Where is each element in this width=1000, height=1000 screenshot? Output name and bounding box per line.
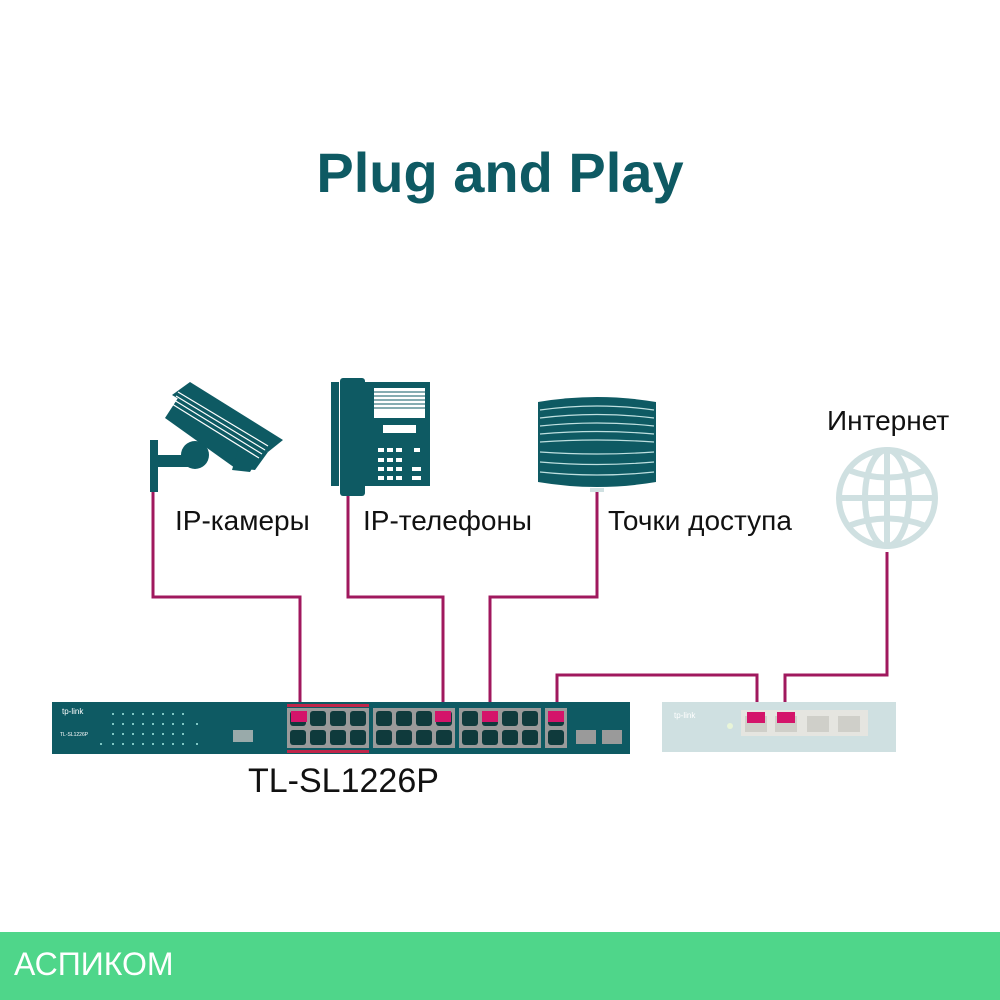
label-ip-cameras: IP-камеры (175, 505, 310, 536)
ethernet-port (290, 730, 306, 745)
ethernet-port (522, 730, 538, 745)
ethernet-port (396, 730, 412, 745)
label-access-points: Точки доступа (608, 505, 792, 536)
switch-model-label: TL-SL1226P (248, 762, 439, 800)
ethernet-port (350, 730, 366, 745)
ethernet-port (462, 730, 478, 745)
cable-internet (783, 552, 889, 712)
globe-icon (836, 447, 938, 549)
cctv-camera-icon (150, 382, 283, 492)
ethernet-port (310, 730, 326, 745)
cable-phone (346, 492, 445, 712)
ethernet-port (416, 711, 432, 726)
desk-phone-icon (331, 378, 430, 496)
ethernet-port (350, 711, 366, 726)
router-brand: tp-link (674, 711, 696, 720)
cable-uplink (555, 673, 759, 712)
router (662, 702, 896, 752)
ethernet-port (330, 711, 346, 726)
ethernet-port (376, 711, 392, 726)
access-point-icon (538, 397, 656, 492)
cable-camera (151, 492, 302, 712)
cables (151, 492, 889, 712)
ethernet-port (376, 730, 392, 745)
ethernet-port (482, 730, 498, 745)
label-ip-phones: IP-телефоны (363, 505, 533, 536)
page-title: Plug and Play (316, 141, 684, 204)
switch-brand: tp-link (62, 707, 84, 716)
label-internet: Интернет (827, 405, 950, 436)
ethernet-port (462, 711, 478, 726)
ethernet-port (330, 730, 346, 745)
cable-ap (488, 492, 599, 712)
ethernet-port (436, 730, 452, 745)
ethernet-port (522, 711, 538, 726)
ethernet-port (416, 730, 432, 745)
ethernet-port (310, 711, 326, 726)
ethernet-port (548, 730, 564, 745)
poe-switch (52, 702, 630, 754)
switch-model-small: TL-SL1226P (60, 732, 89, 738)
ethernet-port (502, 730, 518, 745)
ethernet-port (502, 711, 518, 726)
ethernet-port (396, 711, 412, 726)
footer-bar: АСПИКОМ (0, 932, 1000, 1000)
camera-stripes (171, 391, 269, 459)
footer-brand: АСПИКОМ (14, 946, 174, 982)
